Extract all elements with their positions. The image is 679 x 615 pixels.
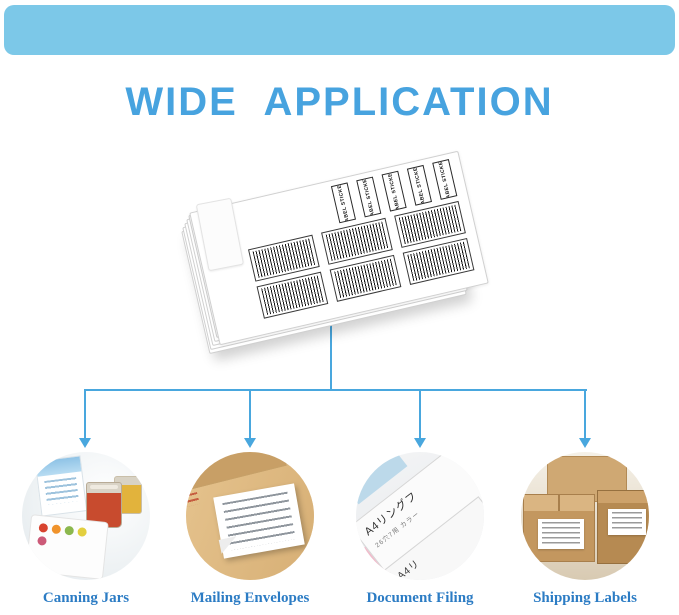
carton-text-lines: [44, 477, 79, 505]
label-sticker-tab: LABEL STICKER: [330, 182, 357, 224]
label-sticker-text: LABEL STICKER: [360, 176, 377, 218]
connector-horizontal: [84, 389, 587, 391]
label-text-lines: [612, 512, 642, 532]
shipping-label: [608, 509, 646, 535]
barcode-icon: [325, 221, 389, 261]
app-image-canning-jars: [22, 452, 150, 580]
app-image-mailing-envelopes: [186, 452, 314, 580]
arrow-down-icon: [414, 438, 426, 448]
candy-dot: [77, 527, 88, 537]
label-sticker-tab: LABEL STICKER: [356, 176, 382, 218]
label-text-lines: [542, 522, 580, 546]
caption-document-filing: Document Filing: [366, 590, 474, 606]
arrow-down-icon: [579, 438, 591, 448]
caption-mailing-envelopes: Mailing Envelopes: [190, 590, 310, 606]
connector-drop-3: [419, 390, 421, 440]
barcode-icon: [334, 258, 397, 298]
blank-label: [195, 197, 245, 272]
candy-tray: [25, 514, 109, 580]
page-title: WIDE APPLICATION: [125, 80, 554, 124]
candy-dot: [38, 522, 49, 533]
cardboard-box: [597, 490, 649, 564]
stamp-text: [186, 492, 200, 511]
label-sticker-text: LABEL STICKER: [436, 159, 453, 200]
label-sheet-stack: LABEL STICKER LABEL STICKER LABEL STICKE…: [181, 150, 492, 355]
candy-dot: [37, 535, 47, 546]
connector-drop-1: [84, 390, 86, 440]
connector-stem: [330, 310, 332, 390]
barcode-icon: [398, 204, 462, 245]
box-seam: [558, 495, 560, 511]
arrow-down-icon: [79, 438, 91, 448]
caption-shipping-labels: Shipping Labels: [533, 590, 637, 606]
label-sticker-text: LABEL STICKER: [335, 182, 352, 224]
connector-drop-4: [584, 390, 586, 440]
barcode-icon: [261, 275, 324, 315]
caption-canning-jars: Canning Jars: [42, 590, 130, 606]
barcode-icon: [252, 238, 316, 278]
candy-dot: [51, 524, 62, 535]
carton-top: [35, 456, 82, 477]
label-sticker-tab: LABEL STICKER: [432, 159, 458, 200]
label-sticker-tab: LABEL STICKER: [381, 170, 407, 212]
label-sticker-text: LABEL STICKER: [386, 170, 403, 212]
label-sticker-tab: LABEL STICKER: [406, 164, 433, 206]
connector-drop-2: [249, 390, 251, 440]
arrow-down-icon: [244, 438, 256, 448]
jar-lid: [90, 485, 118, 489]
milk-carton: [34, 455, 88, 517]
label-grid: LABEL STICKER LABEL STICKER LABEL STICKE…: [238, 158, 480, 328]
shipping-label: [538, 519, 584, 549]
label-sheet-top: LABEL STICKER LABEL STICKER LABEL STICKE…: [189, 150, 489, 346]
app-image-document-filing: A4リングフ 26穴7用 カラー A4リ: [356, 452, 484, 580]
candy-dot: [64, 525, 75, 536]
label-sticker-text: LABEL STICKER: [411, 164, 428, 206]
header-bar: [4, 5, 675, 55]
app-image-shipping-labels: [521, 452, 649, 580]
cardboard-box: [523, 494, 595, 562]
barcode-icon: [407, 241, 470, 282]
